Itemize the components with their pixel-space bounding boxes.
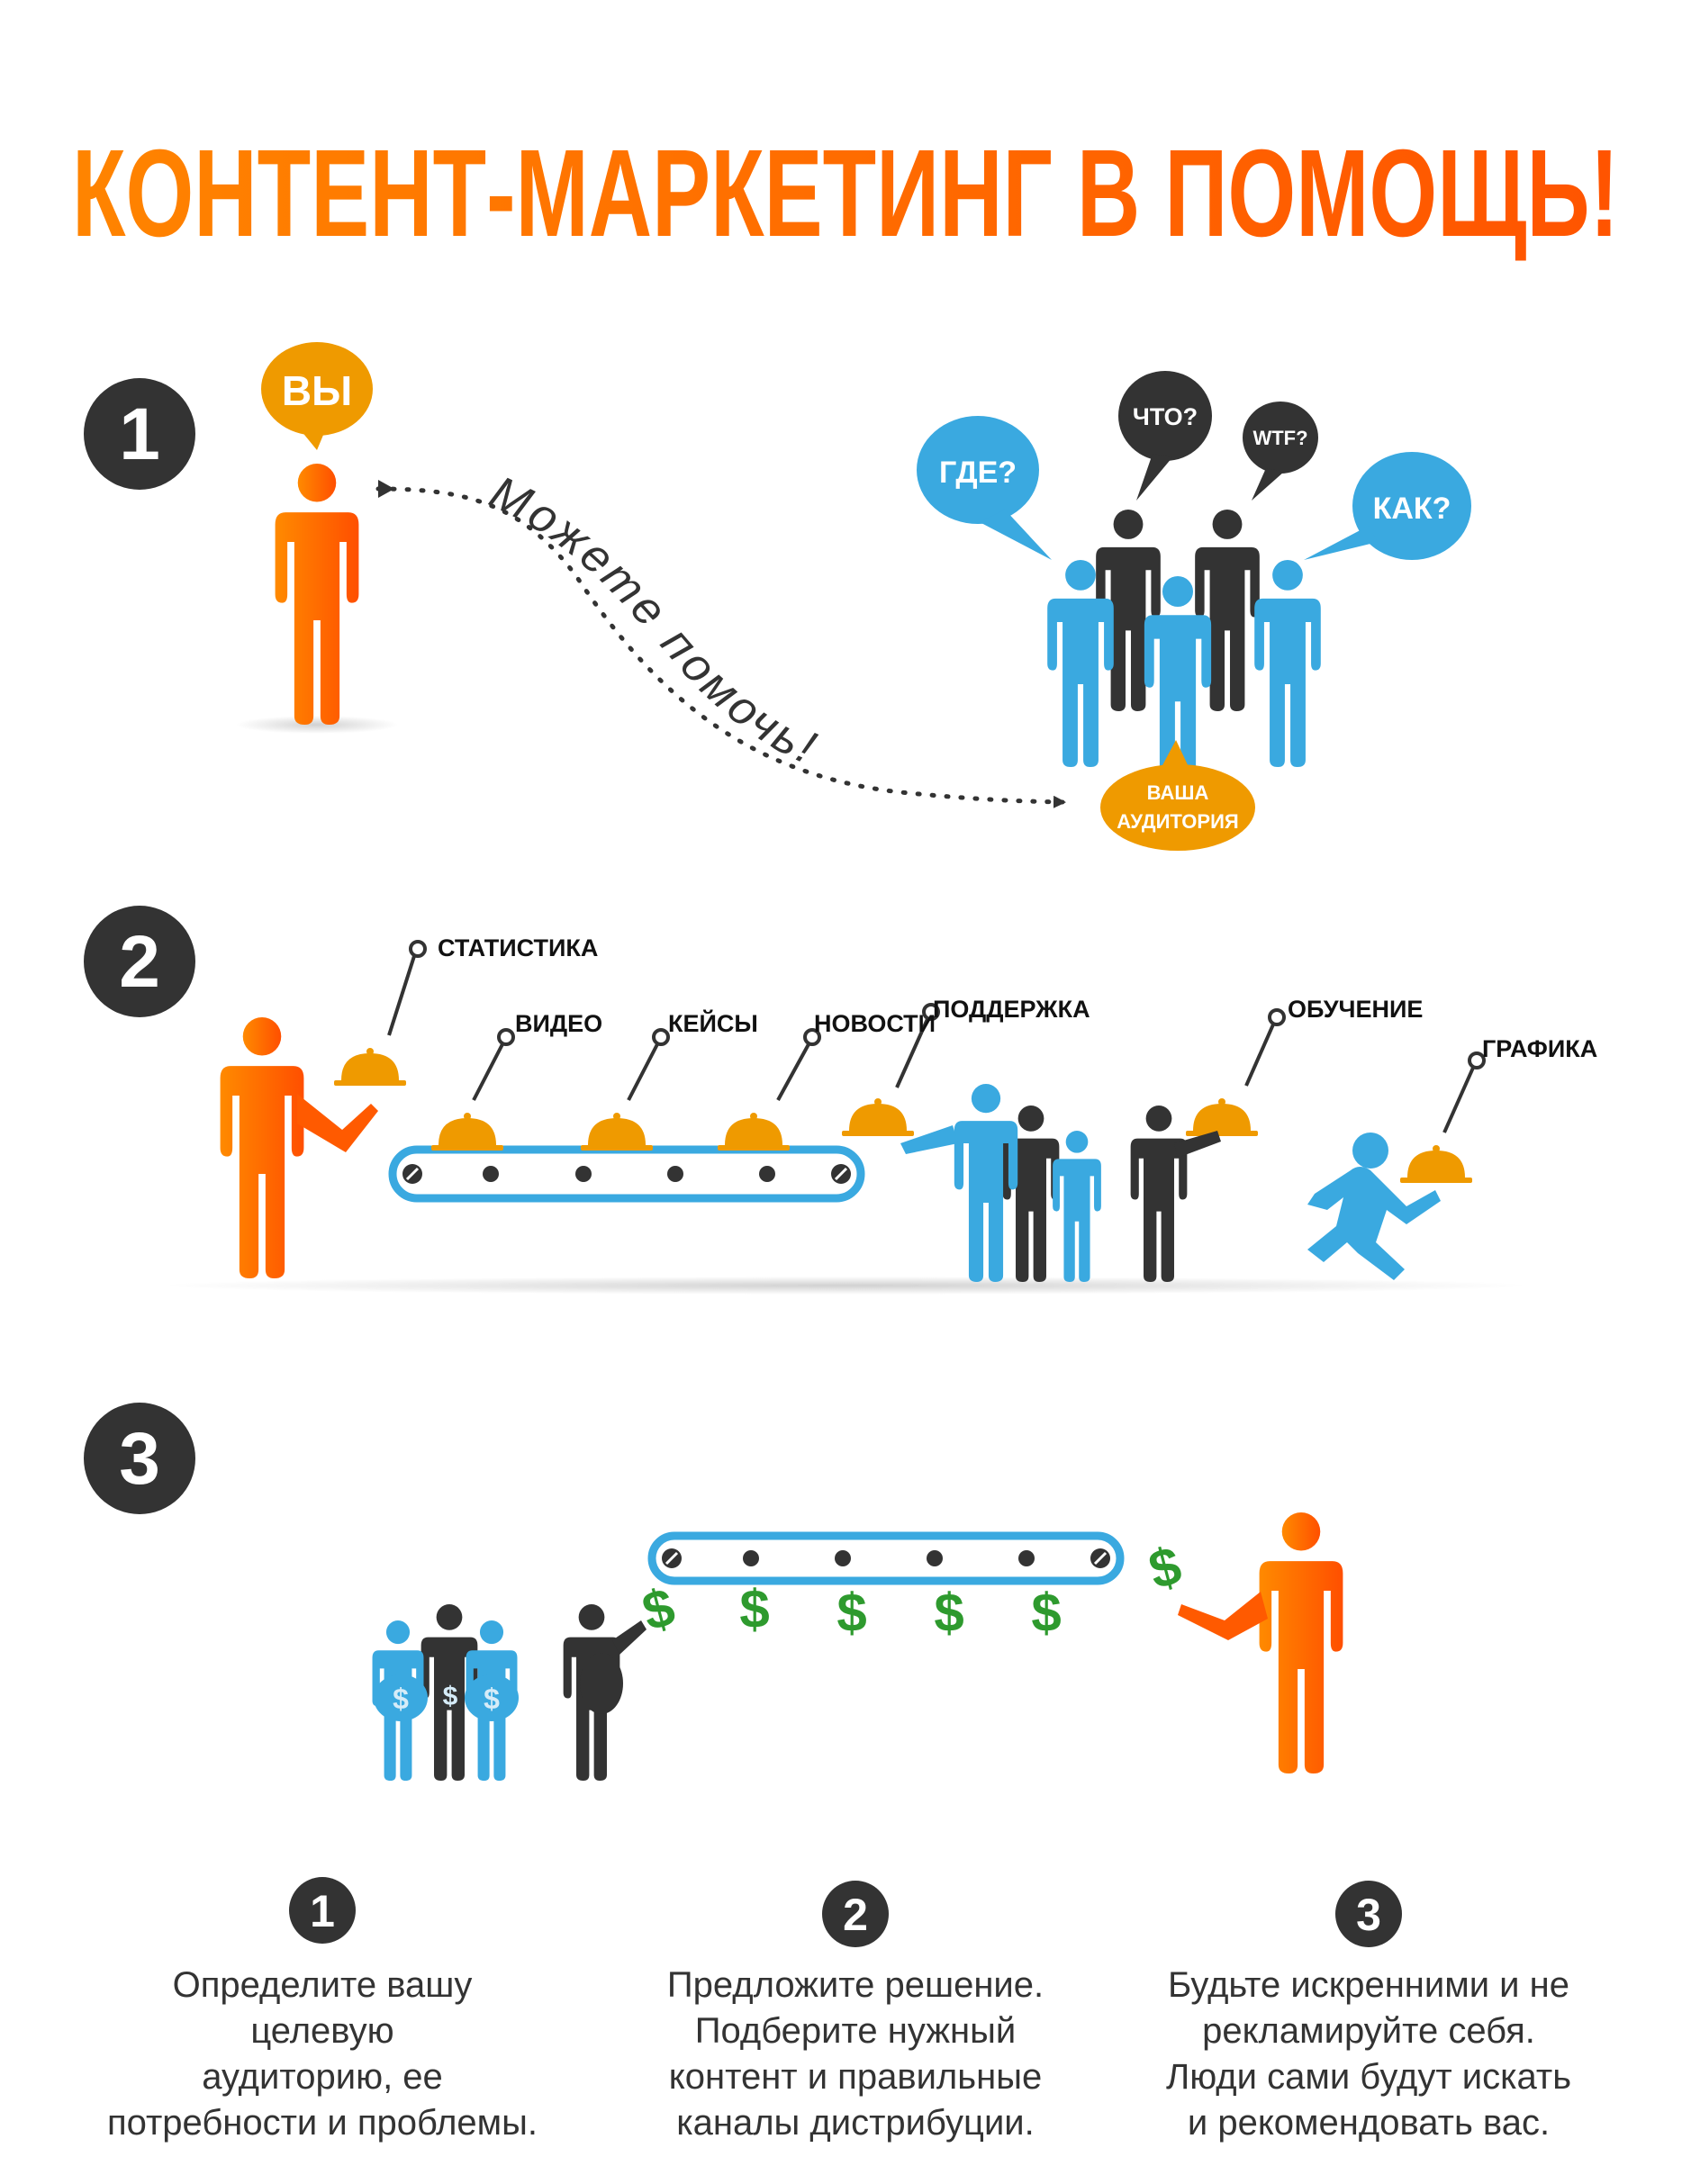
- summary-badges: 1 2 3: [289, 1877, 1402, 1947]
- summary-badge-3: [1335, 1881, 1402, 1947]
- paying-crowd: $ $ $: [372, 1604, 647, 1781]
- person-icon: [1053, 1131, 1101, 1282]
- caption-line: каналы дистрибуции.: [676, 2103, 1035, 2143]
- audience-label-bubble: ВАША АУДИТОРИЯ: [1100, 740, 1255, 851]
- receiver-arm: [1178, 1592, 1268, 1640]
- dollar-icon: $: [934, 1583, 963, 1643]
- caption-line: рекламируйте себя.: [1202, 2011, 1535, 2051]
- bubble-where: ГДЕ?: [917, 416, 1052, 560]
- bubble-how-text: КАК?: [1373, 492, 1451, 526]
- arrow-tail-icon: [378, 480, 394, 498]
- step-3: 3 $ $ $ $ $ $ $: [84, 1403, 1343, 1781]
- caption-line: потребности и проблемы.: [106, 2103, 538, 2143]
- caption-line: Определите вашу: [172, 1965, 473, 2005]
- step-number-badge: [84, 1403, 195, 1514]
- page-title: КОНТЕНТ-МАРКЕТИНГ В ПОМОЩЬ!: [72, 124, 1619, 263]
- step-number: 3: [119, 1418, 160, 1500]
- summary-caption-3: Будьте искренними и не рекламируйте себя…: [1135, 1963, 1603, 2146]
- receiving-crowd: [900, 1084, 1221, 1282]
- label-pointers: [387, 940, 1486, 1133]
- summary-caption-1: Определите вашу целевую аудиторию, ее по…: [88, 1963, 556, 2146]
- running-person-icon: [1307, 1133, 1441, 1280]
- caption-line: аудиторию, ее: [202, 2057, 443, 2097]
- server-arm: [297, 1094, 378, 1152]
- server-person-icon: [220, 1017, 304, 1278]
- step-2: 2: [84, 906, 1597, 1295]
- money-flow: $ $ $ $ $ $: [637, 1535, 1188, 1643]
- label-video: ВИДЕО: [515, 1010, 602, 1037]
- audience-label-line1: ВАША: [1147, 781, 1209, 804]
- audience-crowd: [1047, 510, 1321, 785]
- dotted-arrow-path: [375, 486, 1066, 808]
- bubble-wtf: WTF?: [1243, 402, 1318, 501]
- caption-line: контент и правильные: [668, 2057, 1043, 2097]
- cloche-video-icon: [431, 1113, 503, 1151]
- person-icon: [1254, 560, 1321, 767]
- step-number: 1: [119, 393, 160, 475]
- summary-caption-2: Предложите решение. Подберите нужный кон…: [621, 1963, 1090, 2146]
- conveyor-belt: [647, 1531, 1125, 1585]
- bubble-how: КАК?: [1304, 452, 1471, 560]
- label-graphics: ГРАФИКА: [1482, 1035, 1597, 1062]
- summary-badge-1: [289, 1877, 356, 1944]
- step-number-badge: [84, 378, 195, 490]
- label-support: ПОДДЕРЖКА: [933, 996, 1090, 1023]
- audience-label-line2: АУДИТОРИЯ: [1117, 810, 1238, 833]
- content-labels: СТАТИСТИКА ВИДЕО КЕЙСЫ НОВОСТИ ПОДДЕРЖКА…: [438, 934, 1597, 1062]
- dollar-icon: $: [1031, 1583, 1061, 1643]
- arm-reaching: [1174, 1131, 1221, 1158]
- person-icon: [1130, 1106, 1188, 1282]
- ground-line: [161, 1277, 1530, 1295]
- ground-shadow: [236, 716, 398, 734]
- cloche-graphics-icon: [1400, 1145, 1472, 1183]
- caption-line: и рекомендовать вас.: [1187, 2103, 1551, 2143]
- receiver-person-icon: [1259, 1512, 1343, 1773]
- cloche-news-icon: [718, 1113, 790, 1151]
- bubble-where-text: ГДЕ?: [939, 456, 1017, 490]
- caption-line: Предложите решение.: [666, 1965, 1044, 2005]
- step-1: 1 ВЫ Можете помочь! ГДЕ? ЧТО?: [84, 342, 1471, 851]
- summary-number-1: 1: [310, 1886, 335, 1936]
- you-bubble-text: ВЫ: [282, 367, 352, 414]
- you-person-icon: [275, 464, 359, 725]
- caption-line: целевую: [250, 2011, 394, 2051]
- arm-reaching: [900, 1125, 958, 1154]
- cloche-statistics-icon: [334, 1048, 406, 1086]
- label-training: ОБУЧЕНИЕ: [1288, 996, 1423, 1023]
- conveyor-belt: [388, 1145, 865, 1203]
- bubble-what: ЧТО?: [1118, 371, 1212, 501]
- dollar-icon: $: [836, 1583, 866, 1643]
- cloche-support-icon: [842, 1098, 914, 1136]
- you-speech-bubble: ВЫ: [261, 342, 373, 450]
- caption-line: Подберите нужный: [694, 2011, 1017, 2051]
- summary-number-3: 3: [1356, 1890, 1381, 1940]
- bubble-what-text: ЧТО?: [1133, 403, 1198, 430]
- summary-badge-2: [822, 1881, 889, 1947]
- step-number: 2: [119, 921, 160, 1003]
- dollar-icon: $: [484, 1683, 500, 1715]
- dollar-icon: $: [443, 1682, 458, 1711]
- caption-line: Будьте искренними и не: [1168, 1965, 1569, 2005]
- dollar-icon: $: [1143, 1535, 1188, 1601]
- bubble-wtf-text: WTF?: [1252, 427, 1307, 449]
- cloche-cases-icon: [581, 1113, 653, 1151]
- arm-reaching: [612, 1620, 647, 1655]
- label-news: НОВОСТИ: [814, 1010, 936, 1037]
- caption-line: Люди сами будут искать: [1165, 2057, 1572, 2097]
- script-text: Можете помочь!: [482, 466, 826, 776]
- label-statistics: СТАТИСТИКА: [438, 934, 598, 961]
- label-cases: КЕЙСЫ: [668, 1009, 758, 1037]
- cloche-training-icon: [1186, 1098, 1258, 1136]
- step-number-badge: [84, 906, 195, 1017]
- summary-number-2: 2: [843, 1890, 868, 1940]
- dollar-icon: $: [393, 1683, 409, 1715]
- dollar-icon: $: [739, 1579, 769, 1639]
